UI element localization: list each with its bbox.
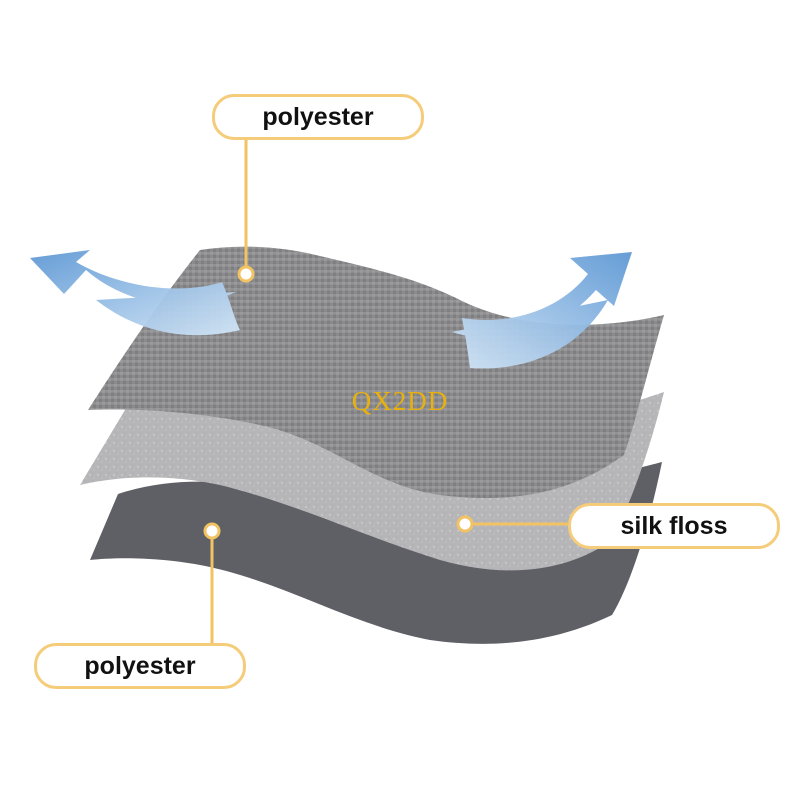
connector-bottom [203, 522, 221, 643]
top-layer-label: polyester [212, 94, 424, 140]
bottom-layer-label-text: polyester [84, 651, 196, 680]
airflow-arrow-left-icon [30, 250, 240, 336]
middle-layer-label: silk floss [568, 503, 780, 549]
top-layer-label-text: polyester [262, 102, 374, 131]
watermark-text: QX2DD [351, 386, 449, 416]
middle-layer-label-text: silk floss [620, 511, 728, 540]
airflow-arrow-right-icon [452, 252, 632, 369]
connector-top [237, 140, 255, 283]
connector-middle [456, 515, 568, 533]
bottom-layer-label: polyester [34, 643, 246, 689]
